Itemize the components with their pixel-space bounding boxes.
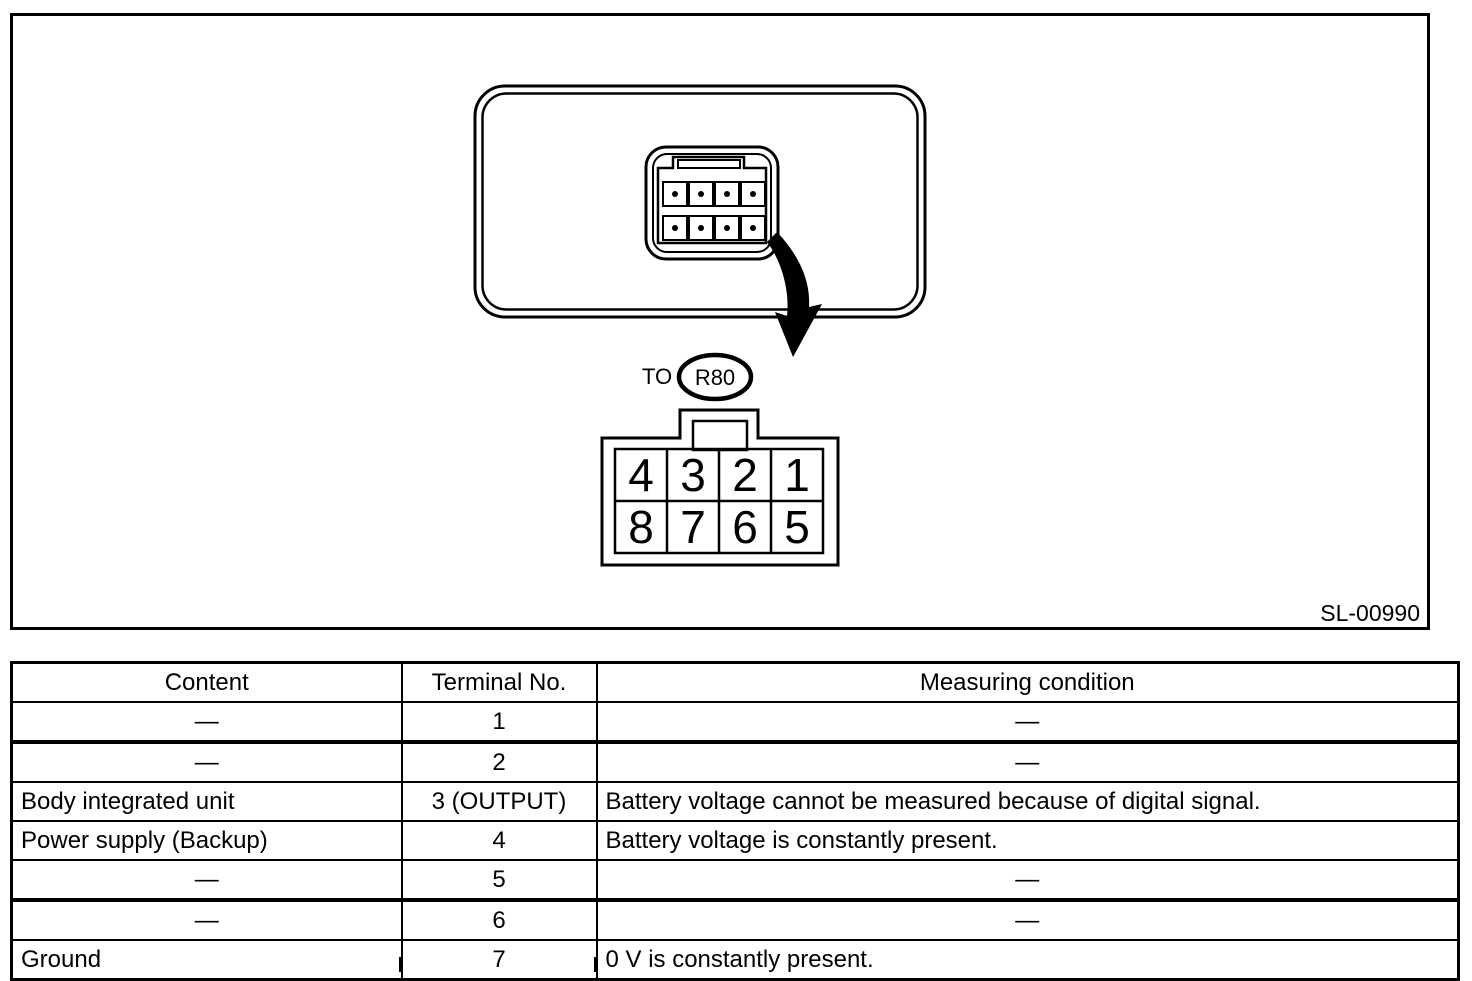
cell-content: Body integrated unit — [10, 781, 403, 822]
table-row: Body integrated unit 3 (OUTPUT) Battery … — [10, 781, 1460, 822]
cell-condition: Battery voltage cannot be measured becau… — [595, 781, 1460, 822]
cell-condition: — — [595, 859, 1460, 902]
cell-terminal: 1 — [400, 701, 598, 744]
unit-outline — [473, 84, 927, 319]
cell-condition: — — [595, 741, 1460, 783]
cell-condition: — — [595, 899, 1460, 941]
header-terminal-no: Terminal No. — [400, 661, 598, 703]
header-measuring-condition: Measuring condition — [595, 661, 1460, 703]
cell-content: Power supply (Backup) — [10, 820, 403, 861]
table-header-row: Content Terminal No. Measuring condition — [10, 661, 1460, 703]
to-label: TO — [642, 364, 672, 389]
header-content: Content — [10, 661, 403, 703]
table-row: Power supply (Backup) 4 Battery voltage … — [10, 820, 1460, 861]
cell-terminal: 2 — [400, 741, 598, 783]
connector-ref-badge — [676, 352, 754, 402]
cell-content: Ground — [10, 939, 403, 981]
unit-connector-pins — [662, 181, 766, 241]
cell-terminal: 6 — [400, 899, 598, 941]
terminal-table: Content Terminal No. Measuring condition… — [10, 661, 1460, 981]
cell-content: — — [10, 701, 403, 744]
figure-code: SL-00990 — [1320, 600, 1420, 626]
column-line-stub — [399, 957, 401, 972]
pin-cell-4: 4 — [628, 449, 654, 501]
table-row: — 1 — — [10, 701, 1460, 744]
column-line-stub — [594, 957, 596, 972]
cell-content: — — [10, 899, 403, 941]
pin-cell-3: 3 — [680, 449, 706, 501]
cell-terminal: 4 — [400, 820, 598, 861]
flow-arrow-icon — [767, 232, 822, 357]
table-row: — 2 — — [10, 741, 1460, 783]
cell-terminal: 3 (OUTPUT) — [400, 781, 598, 822]
pin-cell-7: 7 — [680, 501, 706, 553]
figure-panel: TO R80 4 3 2 1 8 7 6 5 SL-00990 — [10, 13, 1430, 630]
pin-cell-2: 2 — [732, 449, 758, 501]
cell-condition: 0 V is constantly present. — [595, 939, 1460, 981]
cell-terminal: 7 — [400, 939, 598, 981]
cell-terminal: 5 — [400, 859, 598, 902]
pin-cell-1: 1 — [784, 449, 810, 501]
cell-content: — — [10, 741, 403, 783]
connector-ref-label: R80 — [695, 365, 735, 390]
pin-cell-5: 5 — [784, 501, 810, 553]
table-row: — 5 — — [10, 859, 1460, 902]
cell-condition: Battery voltage is constantly present. — [595, 820, 1460, 861]
cell-content: — — [10, 859, 403, 902]
pin-cell-8: 8 — [628, 501, 654, 553]
connector-diagram: TO R80 4 3 2 1 8 7 6 5 SL-00990 — [473, 84, 1420, 626]
cell-condition: — — [595, 701, 1460, 744]
table-row: Ground 7 0 V is constantly present. — [10, 939, 1460, 981]
pinout-connector: 4 3 2 1 8 7 6 5 — [600, 408, 840, 567]
table-row: — 6 — — [10, 899, 1460, 941]
pin-cell-6: 6 — [732, 501, 758, 553]
